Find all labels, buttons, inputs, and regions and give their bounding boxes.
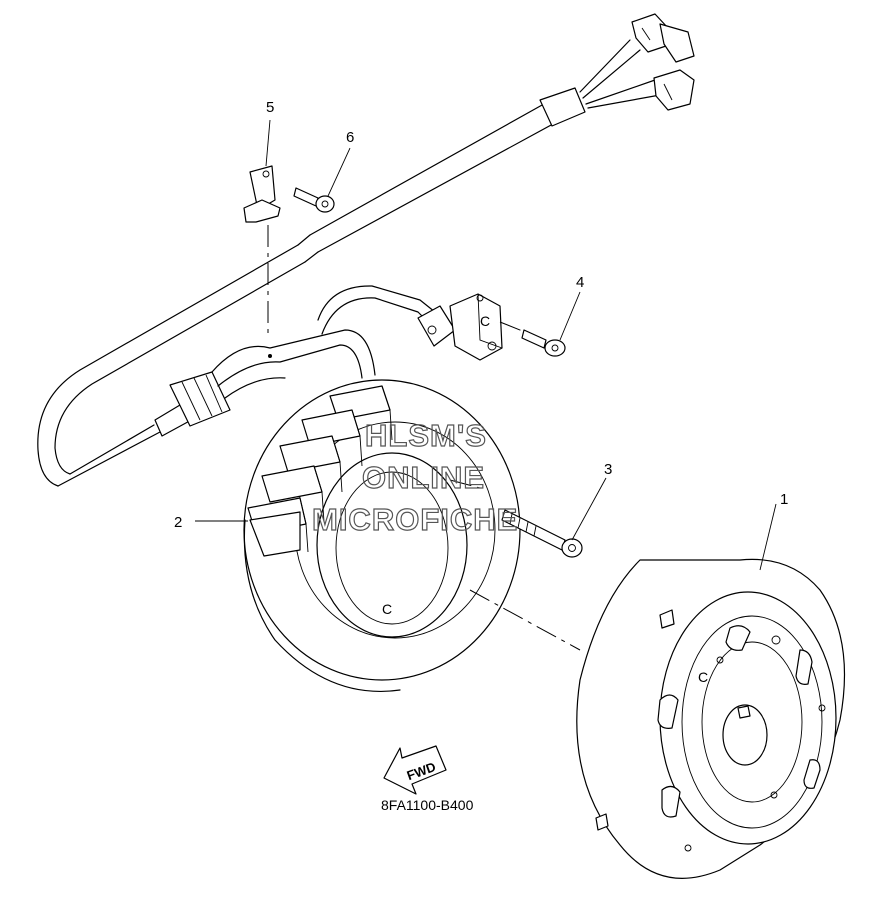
callout-4: 4 [576, 274, 584, 291]
bolt-item-3 [501, 509, 583, 558]
callout-6: 6 [346, 129, 354, 146]
watermark-line-2: ONLINE [362, 460, 485, 495]
harness-grommet [169, 371, 231, 427]
callout-leaders [195, 119, 777, 571]
screw-item-6 [293, 187, 335, 213]
callout-1: 1 [780, 491, 788, 508]
diagram-code: 8FA1100-B400 [381, 797, 474, 813]
pickup-coil: C [417, 293, 503, 361]
stator-item-2: C [243, 379, 521, 693]
rotor-c-mark: C [698, 669, 708, 685]
forward-arrow-icon: FWD [383, 745, 447, 795]
watermark-line-3: MICROFICHE [312, 502, 518, 537]
wire-harness [37, 13, 695, 487]
screw-item-4 [521, 329, 566, 357]
stator-c-mark: C [382, 601, 392, 617]
callout-3: 3 [604, 461, 612, 478]
watermark: HLSM'S ONLINE MICROFICHE [311, 417, 518, 537]
bracket-item-5 [243, 165, 281, 223]
connector-upper [631, 13, 695, 63]
connector-lower [653, 69, 695, 111]
rotor-item-1: C [576, 558, 846, 879]
callout-2: 2 [174, 514, 182, 531]
clamp-c-mark: C [480, 313, 490, 329]
callout-5: 5 [266, 99, 274, 116]
watermark-line-1: HLSM'S [365, 418, 487, 453]
